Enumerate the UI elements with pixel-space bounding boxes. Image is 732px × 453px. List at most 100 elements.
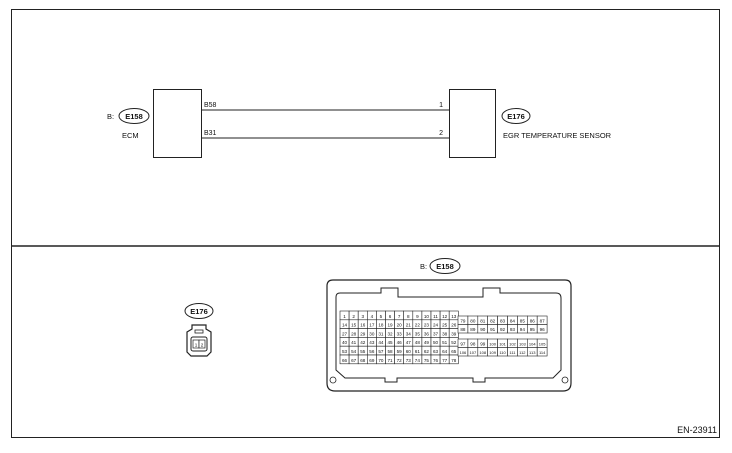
- ecm-pin-label: 105: [539, 342, 546, 347]
- ecm-pin-label: 93: [510, 327, 516, 332]
- ecm-pin-label: 22: [415, 323, 421, 328]
- ecm-pin-label: 94: [520, 327, 526, 332]
- circuit-diagram: B: E158 ECM B58 B31 1 2 E176 EGR TEMPERA…: [107, 89, 612, 158]
- ecm-connector-oval: [118, 108, 150, 124]
- ecm-pin-label: 57: [378, 349, 384, 354]
- ecm-pin-label: 12: [442, 314, 448, 319]
- ecm-pin-label: 78: [451, 358, 457, 363]
- ecm-pin-label: 52: [451, 340, 457, 345]
- ecm-pin-label: 81: [480, 319, 486, 324]
- ecm-pin-label: 79: [460, 319, 466, 324]
- ecm-pin-label: 104: [529, 342, 536, 347]
- sensor-pin-cell-2: [198, 339, 206, 349]
- ecm-pin-label: 17: [369, 323, 375, 328]
- ecm-pin-label: 14: [342, 323, 348, 328]
- ecm-connector-id: E158: [125, 112, 143, 121]
- sensor-connector-view: E176 1 2: [184, 303, 214, 357]
- ecm-name: ECM: [122, 131, 139, 140]
- ecm-pin-label: 62: [424, 349, 430, 354]
- sensor-view-pin-2: 2: [201, 343, 204, 348]
- ecm-pin-label: 45: [387, 340, 393, 345]
- ecm-pin-label: 56: [369, 349, 375, 354]
- ecm-pin-label: 113: [529, 350, 536, 355]
- ecm-pin-label: 10: [424, 314, 430, 319]
- ecm-pin-label: 106: [460, 350, 467, 355]
- ecm-pin-label: 66: [342, 358, 348, 363]
- ecm-pin-label: 20: [397, 323, 403, 328]
- ecm-pin-label: 19: [387, 323, 393, 328]
- ecm-pin-label: 9: [416, 314, 419, 319]
- ecm-pin-label: 107: [470, 350, 477, 355]
- ecm-corner-mark-left: [329, 376, 337, 384]
- ecm-pin-label: 73: [406, 358, 412, 363]
- ecm-pin-label: 41: [351, 340, 357, 345]
- ecm-pin-label: 112: [519, 350, 526, 355]
- ecm-pin-label: 46: [397, 340, 403, 345]
- ecm-pin-label: 90: [480, 327, 486, 332]
- ecm-pin-label: 32: [387, 331, 393, 336]
- ecm-pin-label: 51: [442, 340, 448, 345]
- ecm-pin-label: 48: [415, 340, 421, 345]
- ecm-pin-label: 61: [415, 349, 421, 354]
- ecm-pin-label: 5: [380, 314, 383, 319]
- ecm-pin-label: 42: [360, 340, 366, 345]
- sensor-pin-2: 2: [439, 130, 443, 137]
- sensor-name: EGR TEMPERATURE SENSOR: [503, 131, 612, 140]
- sensor-view-connector-id: E176: [190, 307, 208, 316]
- ecm-pin-cell: [448, 354, 459, 365]
- ecm-pin-b58: B58: [204, 102, 217, 109]
- sensor-connector-oval: [501, 108, 531, 124]
- ecm-pin-label: 25: [442, 323, 448, 328]
- ecm-pin-b31: B31: [204, 130, 217, 137]
- ecm-pin-label: 92: [500, 327, 506, 332]
- ecm-pin-label: 99: [480, 342, 486, 347]
- ecm-prefix-label: B:: [107, 112, 114, 121]
- ecm-pin-label: 100: [489, 342, 496, 347]
- ecm-pin-label: 75: [424, 358, 430, 363]
- ecm-pin-label: 70: [378, 358, 384, 363]
- ecm-pin-label: 108: [479, 350, 486, 355]
- ecm-pin-label: 26: [451, 323, 457, 328]
- ecm-pin-label: 23: [424, 323, 430, 328]
- ecm-pin-label: 31: [378, 331, 384, 336]
- ecm-pin-label: 6: [389, 314, 392, 319]
- ecm-pin-label: 91: [490, 327, 496, 332]
- ecm-pin-label: 55: [360, 349, 366, 354]
- ecm-pin-label: 88: [460, 327, 466, 332]
- ecm-pin-label: 111: [509, 350, 516, 355]
- sensor-box: [449, 89, 496, 158]
- ecm-pin-label: 98: [470, 342, 476, 347]
- ecm-view-oval: [429, 258, 461, 274]
- ecm-pin-label: 4: [371, 314, 374, 319]
- ecm-pin-label: 38: [442, 331, 448, 336]
- ecm-view-prefix-label: B:: [420, 262, 427, 271]
- ecm-pin-label: 67: [351, 358, 357, 363]
- ecm-pin-label: 3: [361, 314, 364, 319]
- ecm-pin-label: 39: [451, 331, 457, 336]
- ecm-corner-mark-right: [561, 376, 569, 384]
- ecm-pin-label: 89: [470, 327, 476, 332]
- ecm-pin-label: 8: [407, 314, 410, 319]
- sensor-connector-id: E176: [507, 112, 525, 121]
- ecm-pin-label: 77: [442, 358, 448, 363]
- ecm-pin-label: 86: [530, 319, 536, 324]
- ecm-pin-label: 37: [433, 331, 439, 336]
- ecm-pin-label: 114: [539, 350, 546, 355]
- ecm-pin-label: 54: [351, 349, 357, 354]
- ecm-pin-label: 87: [540, 319, 546, 324]
- ecm-pin-label: 43: [369, 340, 375, 345]
- ecm-pin-label: 102: [509, 342, 516, 347]
- ecm-pin-label: 63: [433, 349, 439, 354]
- ecm-pin-label: 109: [489, 350, 496, 355]
- ecm-pin-label: 29: [360, 331, 366, 336]
- ecm-pin-label: 7: [398, 314, 401, 319]
- ecm-pin-label: 30: [369, 331, 375, 336]
- ecm-pin-label: 97: [460, 342, 466, 347]
- ecm-pin-label: 58: [387, 349, 393, 354]
- ecm-pin-label: 11: [433, 314, 438, 319]
- ecm-pin-label: 72: [397, 358, 403, 363]
